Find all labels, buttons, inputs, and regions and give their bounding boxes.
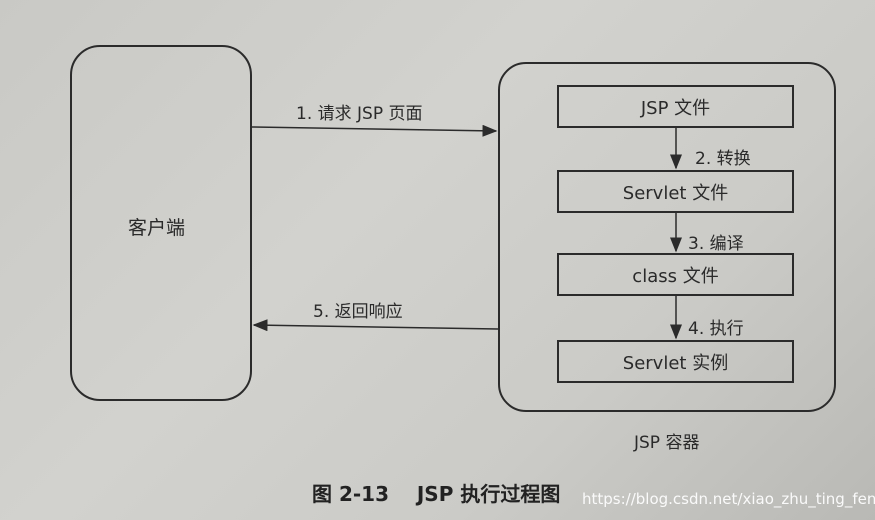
request-label: 1. 请求 JSP 页面: [296, 104, 423, 124]
step-convert-label: 2. 转换: [695, 149, 751, 169]
class-file-box: class 文件: [557, 253, 794, 296]
client-box: [70, 45, 252, 401]
figure-caption: 图 2-13 JSP 执行过程图: [312, 482, 561, 506]
client-label: 客户端: [128, 217, 186, 239]
response-label: 5. 返回响应: [313, 302, 403, 322]
jsp-file-box: JSP 文件: [557, 85, 794, 128]
servlet-instance-box: Servlet 实例: [557, 340, 794, 383]
jsp-container-box: [498, 62, 836, 412]
request-arrow: [251, 124, 498, 137]
response-arrow: [252, 319, 499, 332]
servlet-file-box: Servlet 文件: [557, 170, 794, 213]
container-label: JSP 容器: [634, 433, 700, 453]
step-execute-label: 4. 执行: [688, 319, 744, 339]
watermark: https://blog.csdn.net/xiao_zhu_ting_feng: [582, 490, 875, 508]
step-compile-label: 3. 编译: [688, 234, 744, 254]
